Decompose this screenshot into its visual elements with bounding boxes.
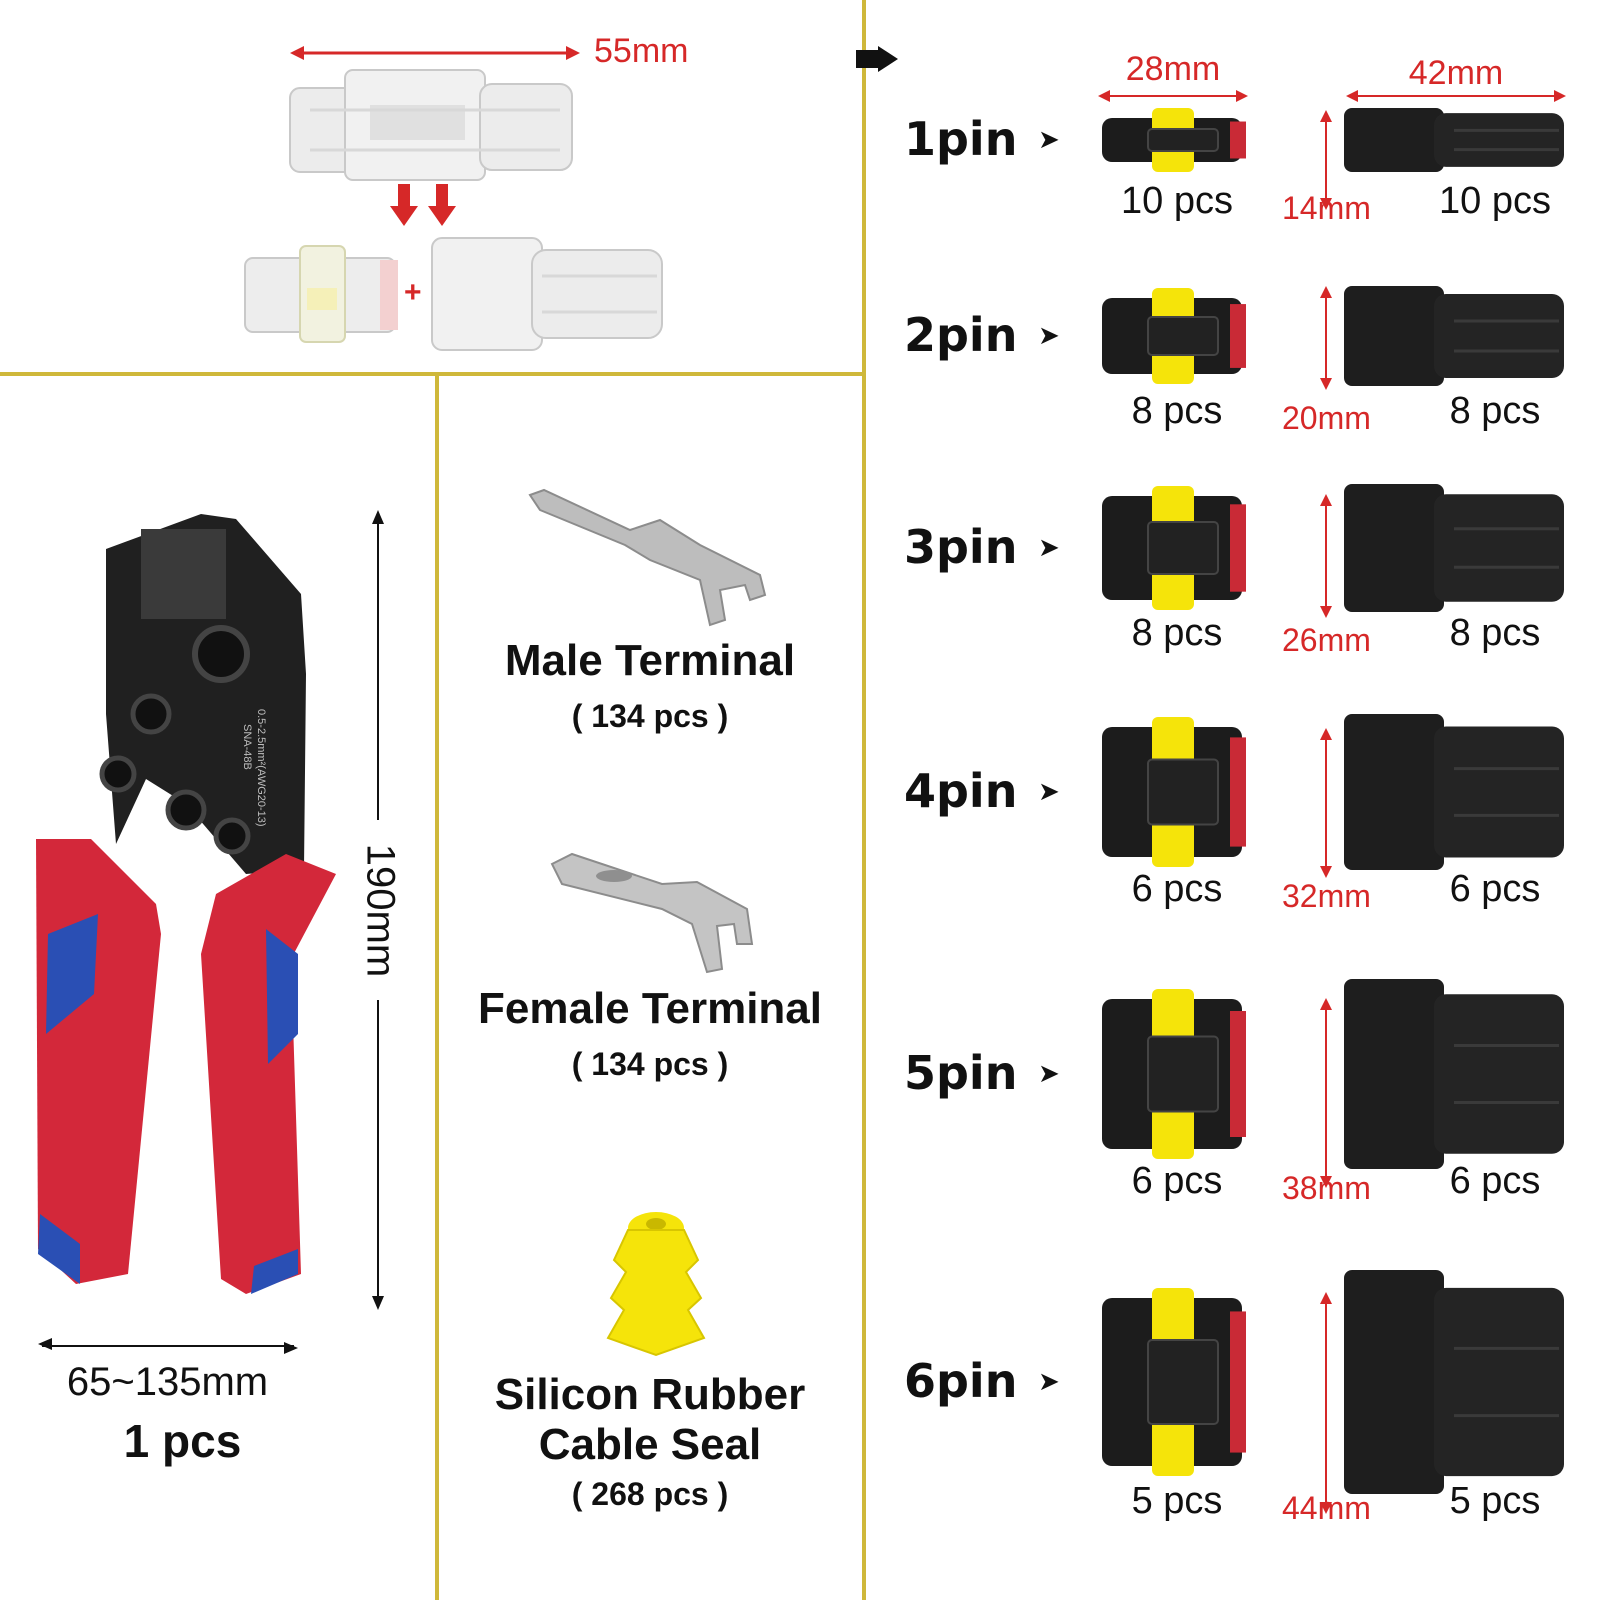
male-width-arrow: [1346, 90, 1566, 102]
height-label: 38mm: [1282, 1170, 1371, 1206]
assembled-connector-image: [289, 69, 573, 181]
male-terminal-name: Male Terminal: [504, 636, 796, 685]
imprint-spec: 0.5-2.5mm²(AWG20-13): [255, 709, 267, 827]
divider-vertical-sub: [435, 374, 439, 1600]
cable-seal-image: [606, 1212, 706, 1357]
divider-vertical-main: [862, 0, 866, 1600]
male-connector-image: [1344, 714, 1564, 870]
male-connector-image: [1344, 108, 1564, 172]
height-label: 190mm: [358, 843, 403, 978]
pin-label: 4pin: [904, 764, 1018, 818]
female-width-arrow: [1098, 90, 1248, 102]
pin-label: 2pin: [904, 308, 1018, 362]
row-arrow-icon: ➤: [1038, 320, 1060, 350]
male-connector-image: [1344, 1270, 1564, 1494]
down-arrows-icon: [390, 184, 456, 226]
female-terminal-image: [550, 852, 754, 974]
cable-seal-name-line2: Cable Seal: [538, 1420, 762, 1469]
female-qty: 5 pcs: [1131, 1480, 1223, 1522]
female-terminal-name: Female Terminal: [478, 984, 822, 1033]
imprint-model: SNA-48B: [241, 724, 253, 770]
length-arrow: [290, 46, 580, 60]
female-width-label: 28mm: [1125, 50, 1221, 88]
female-connector-image: [1102, 486, 1246, 610]
female-qty: 8 pcs: [1131, 612, 1223, 654]
length-label: 55mm: [594, 32, 689, 70]
width-arrow: [38, 1338, 298, 1354]
row-arrow-icon: ➤: [1038, 532, 1060, 562]
row-arrow-icon: ➤: [1038, 124, 1060, 154]
male-terminal-image: [528, 488, 767, 627]
female-connector-image: [1102, 1288, 1246, 1476]
male-width-label: 42mm: [1408, 54, 1504, 92]
height-label: 26mm: [1282, 622, 1371, 658]
male-terminal-qty: ( 134 pcs ): [571, 698, 729, 734]
height-arrow: [1320, 494, 1332, 618]
height-label: 14mm: [1282, 190, 1371, 226]
male-part-image: [431, 237, 663, 351]
cable-seal-name-line1: Silicon Rubber: [494, 1370, 806, 1419]
height-label: 44mm: [1282, 1490, 1371, 1526]
row-arrow-icon: ➤: [1038, 776, 1060, 806]
pin-label: 3pin: [904, 520, 1018, 574]
male-qty: 8 pcs: [1449, 612, 1541, 654]
height-arrow: [1320, 1292, 1332, 1514]
pin-label: 6pin: [904, 1354, 1018, 1408]
height-label: 20mm: [1282, 400, 1371, 436]
female-connector-image: [1102, 989, 1246, 1159]
female-terminal-qty: ( 134 pcs ): [571, 1046, 729, 1082]
male-qty: 6 pcs: [1449, 868, 1541, 910]
male-connector-image: [1344, 286, 1564, 386]
pin-label: 5pin: [904, 1046, 1018, 1100]
row-arrow-icon: ➤: [1038, 1058, 1060, 1088]
female-qty: 6 pcs: [1131, 868, 1223, 910]
plus-sign: +: [404, 276, 422, 309]
height-arrow: [1320, 110, 1332, 210]
height-arrow: [1320, 286, 1332, 390]
male-connector-image: [1344, 484, 1564, 612]
female-connector-image: [1102, 108, 1246, 172]
male-connector-image: [1344, 979, 1564, 1169]
female-qty: 6 pcs: [1131, 1160, 1223, 1202]
height-arrow: [372, 510, 384, 1310]
female-part-image: [244, 245, 398, 343]
panel-pointer-icon: [856, 46, 898, 72]
female-connector-image: [1102, 288, 1246, 384]
male-qty: 8 pcs: [1449, 390, 1541, 432]
width-label: 65~135mm: [66, 1360, 269, 1404]
row-arrow-icon: ➤: [1038, 1366, 1060, 1396]
divider-horizontal-left: [0, 372, 866, 376]
male-qty: 6 pcs: [1449, 1160, 1541, 1202]
female-connector-image: [1102, 717, 1246, 867]
height-arrow: [1320, 728, 1332, 878]
height-arrow: [1320, 998, 1332, 1188]
pin-label: 1pin: [904, 112, 1018, 166]
crimping-tool-image: 0.5-2.5mm²(AWG20-13) SNA-48B: [36, 514, 336, 1294]
male-qty: 5 pcs: [1449, 1480, 1541, 1522]
female-qty: 8 pcs: [1131, 390, 1223, 432]
cable-seal-qty: ( 268 pcs ): [571, 1476, 729, 1512]
crimper-qty: 1 pcs: [123, 1415, 242, 1467]
male-qty: 10 pcs: [1439, 180, 1551, 222]
female-qty: 10 pcs: [1121, 180, 1233, 222]
height-label: 32mm: [1282, 878, 1371, 914]
